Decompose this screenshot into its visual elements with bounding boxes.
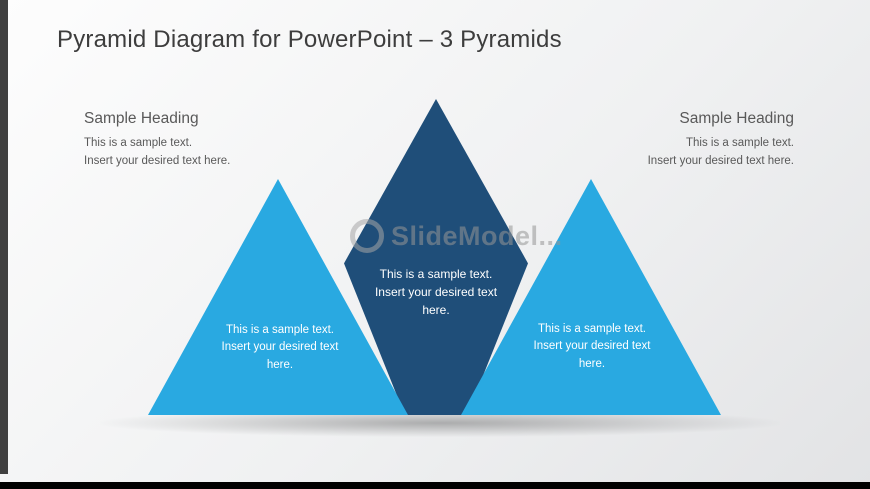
right-heading-block: Sample Heading This is a sample text. In…: [544, 110, 794, 171]
left-heading-block: Sample Heading This is a sample text. In…: [84, 110, 334, 171]
center-pyramid-text: This is a sample text. Insert your desir…: [374, 267, 498, 318]
right-heading-line2: Insert your desired text here.: [647, 154, 794, 167]
left-heading-line1: This is a sample text.: [84, 137, 193, 149]
bottom-footer-bar: [0, 482, 870, 489]
left-accent-bar: [0, 0, 8, 474]
left-heading-title: Sample Heading: [84, 110, 199, 127]
right-heading-title: Sample Heading: [679, 110, 794, 127]
right-pyramid-text: This is a sample text. Insert your desir…: [533, 323, 651, 370]
left-heading-line2: Insert your desired text here.: [84, 154, 231, 167]
slide-title: Pyramid Diagram for PowerPoint – 3 Pyram…: [57, 26, 562, 53]
left-pyramid-text: This is a sample text. Insert your desir…: [221, 324, 339, 371]
right-heading-line1: This is a sample text.: [685, 137, 794, 149]
